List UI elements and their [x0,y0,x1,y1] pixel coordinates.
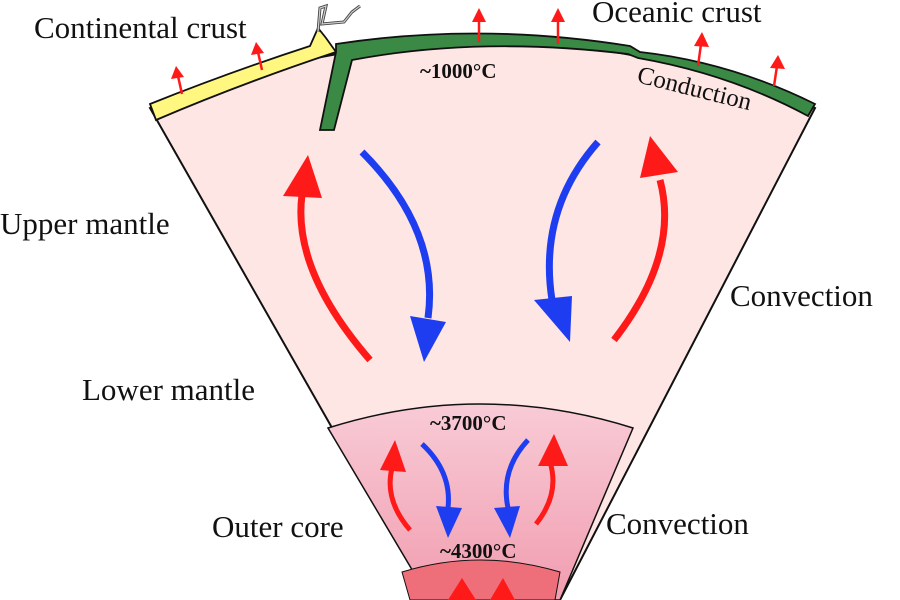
cold-downflow-left-arrow [359,149,434,319]
core-convection-label: Convection [606,506,749,541]
inner-core-hot-arrows-icon [448,578,515,600]
inner-core-boundary-temperature-label: ~4300°C [440,539,516,563]
surface-temperature-label: ~1000°C [420,59,496,83]
upper-mantle-label: Upper mantle [0,206,170,241]
core-convection-arrows [380,434,568,538]
continental-crust-label: Continental crust [34,10,247,45]
mantle-convection-label: Convection [730,278,873,313]
outer-core-label: Outer core [212,509,344,544]
hot-upflow-right-arrow [611,179,669,343]
hot-upflow-left-arrow [297,194,373,363]
oceanic-crust-layer [318,32,817,131]
mantle-convection-arrows [283,136,678,363]
continental-crust-layer [148,26,338,122]
continental-mountain-icon [316,3,361,33]
cold-downflow-right-arrow [545,139,601,301]
core-mantle-boundary-temperature-label: ~3700°C [430,411,506,435]
inner-core-region [401,559,561,600]
lower-mantle-label: Lower mantle [82,372,255,407]
conduction-heat-arrows [171,8,785,95]
oceanic-crust-label: Oceanic crust [592,0,762,29]
